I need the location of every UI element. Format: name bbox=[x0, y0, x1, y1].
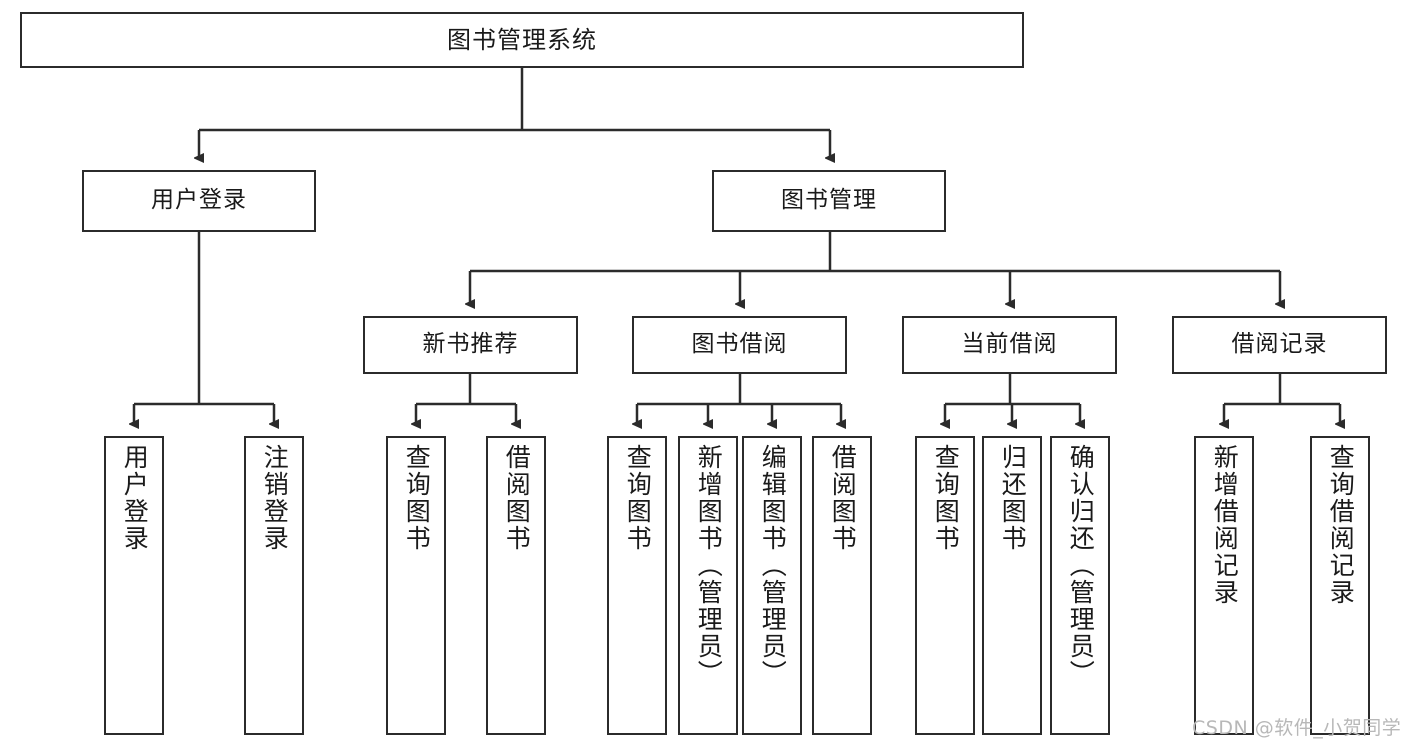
node-label: 新书推荐 bbox=[422, 331, 519, 358]
node-book-borrow[interactable]: 图书借阅 bbox=[632, 316, 847, 374]
node-label: 查询图书 bbox=[623, 444, 653, 552]
leaf-confirm-return-admin[interactable]: 确认归还（管理员） bbox=[1050, 436, 1110, 735]
node-label: 当前借阅 bbox=[961, 331, 1058, 358]
node-label: 编辑图书（管理员） bbox=[758, 444, 788, 687]
node-label: 注销登录 bbox=[260, 444, 290, 552]
leaf-query-borrow-record[interactable]: 查询借阅记录 bbox=[1310, 436, 1370, 735]
leaf-add-book-admin[interactable]: 新增图书（管理员） bbox=[678, 436, 738, 735]
node-label: 用户登录 bbox=[120, 444, 150, 552]
leaf-query-book-borrow[interactable]: 查询图书 bbox=[607, 436, 667, 735]
node-borrow-record[interactable]: 借阅记录 bbox=[1172, 316, 1387, 374]
node-new-book-recommend[interactable]: 新书推荐 bbox=[363, 316, 578, 374]
node-label: 借阅图书 bbox=[828, 444, 858, 552]
node-label: 图书管理系统 bbox=[447, 25, 597, 54]
node-label: 查询图书 bbox=[402, 444, 432, 552]
node-label: 新增图书（管理员） bbox=[694, 444, 724, 687]
node-book-management[interactable]: 图书管理 bbox=[712, 170, 946, 232]
node-label: 归还图书 bbox=[998, 444, 1028, 552]
leaf-query-book-current[interactable]: 查询图书 bbox=[915, 436, 975, 735]
node-label: 借阅图书 bbox=[502, 444, 532, 552]
leaf-query-book-recommend[interactable]: 查询图书 bbox=[386, 436, 446, 735]
node-label: 新增借阅记录 bbox=[1210, 444, 1240, 606]
node-label: 图书借阅 bbox=[691, 331, 788, 358]
node-current-borrow[interactable]: 当前借阅 bbox=[902, 316, 1117, 374]
node-label: 用户登录 bbox=[151, 187, 247, 214]
node-user-login[interactable]: 用户登录 bbox=[82, 170, 316, 232]
leaf-user-login[interactable]: 用户登录 bbox=[104, 436, 164, 735]
leaf-borrow-book[interactable]: 借阅图书 bbox=[812, 436, 872, 735]
node-label: 查询图书 bbox=[931, 444, 961, 552]
node-label: 借阅记录 bbox=[1231, 331, 1328, 358]
leaf-borrow-book-recommend[interactable]: 借阅图书 bbox=[486, 436, 546, 735]
leaf-return-book[interactable]: 归还图书 bbox=[982, 436, 1042, 735]
node-label: 确认归还（管理员） bbox=[1066, 444, 1096, 687]
leaf-add-borrow-record[interactable]: 新增借阅记录 bbox=[1194, 436, 1254, 735]
node-label: 查询借阅记录 bbox=[1326, 444, 1356, 606]
leaf-edit-book-admin[interactable]: 编辑图书（管理员） bbox=[742, 436, 802, 735]
node-root-system[interactable]: 图书管理系统 bbox=[20, 12, 1024, 68]
leaf-logout-login[interactable]: 注销登录 bbox=[244, 436, 304, 735]
node-label: 图书管理 bbox=[781, 187, 877, 214]
